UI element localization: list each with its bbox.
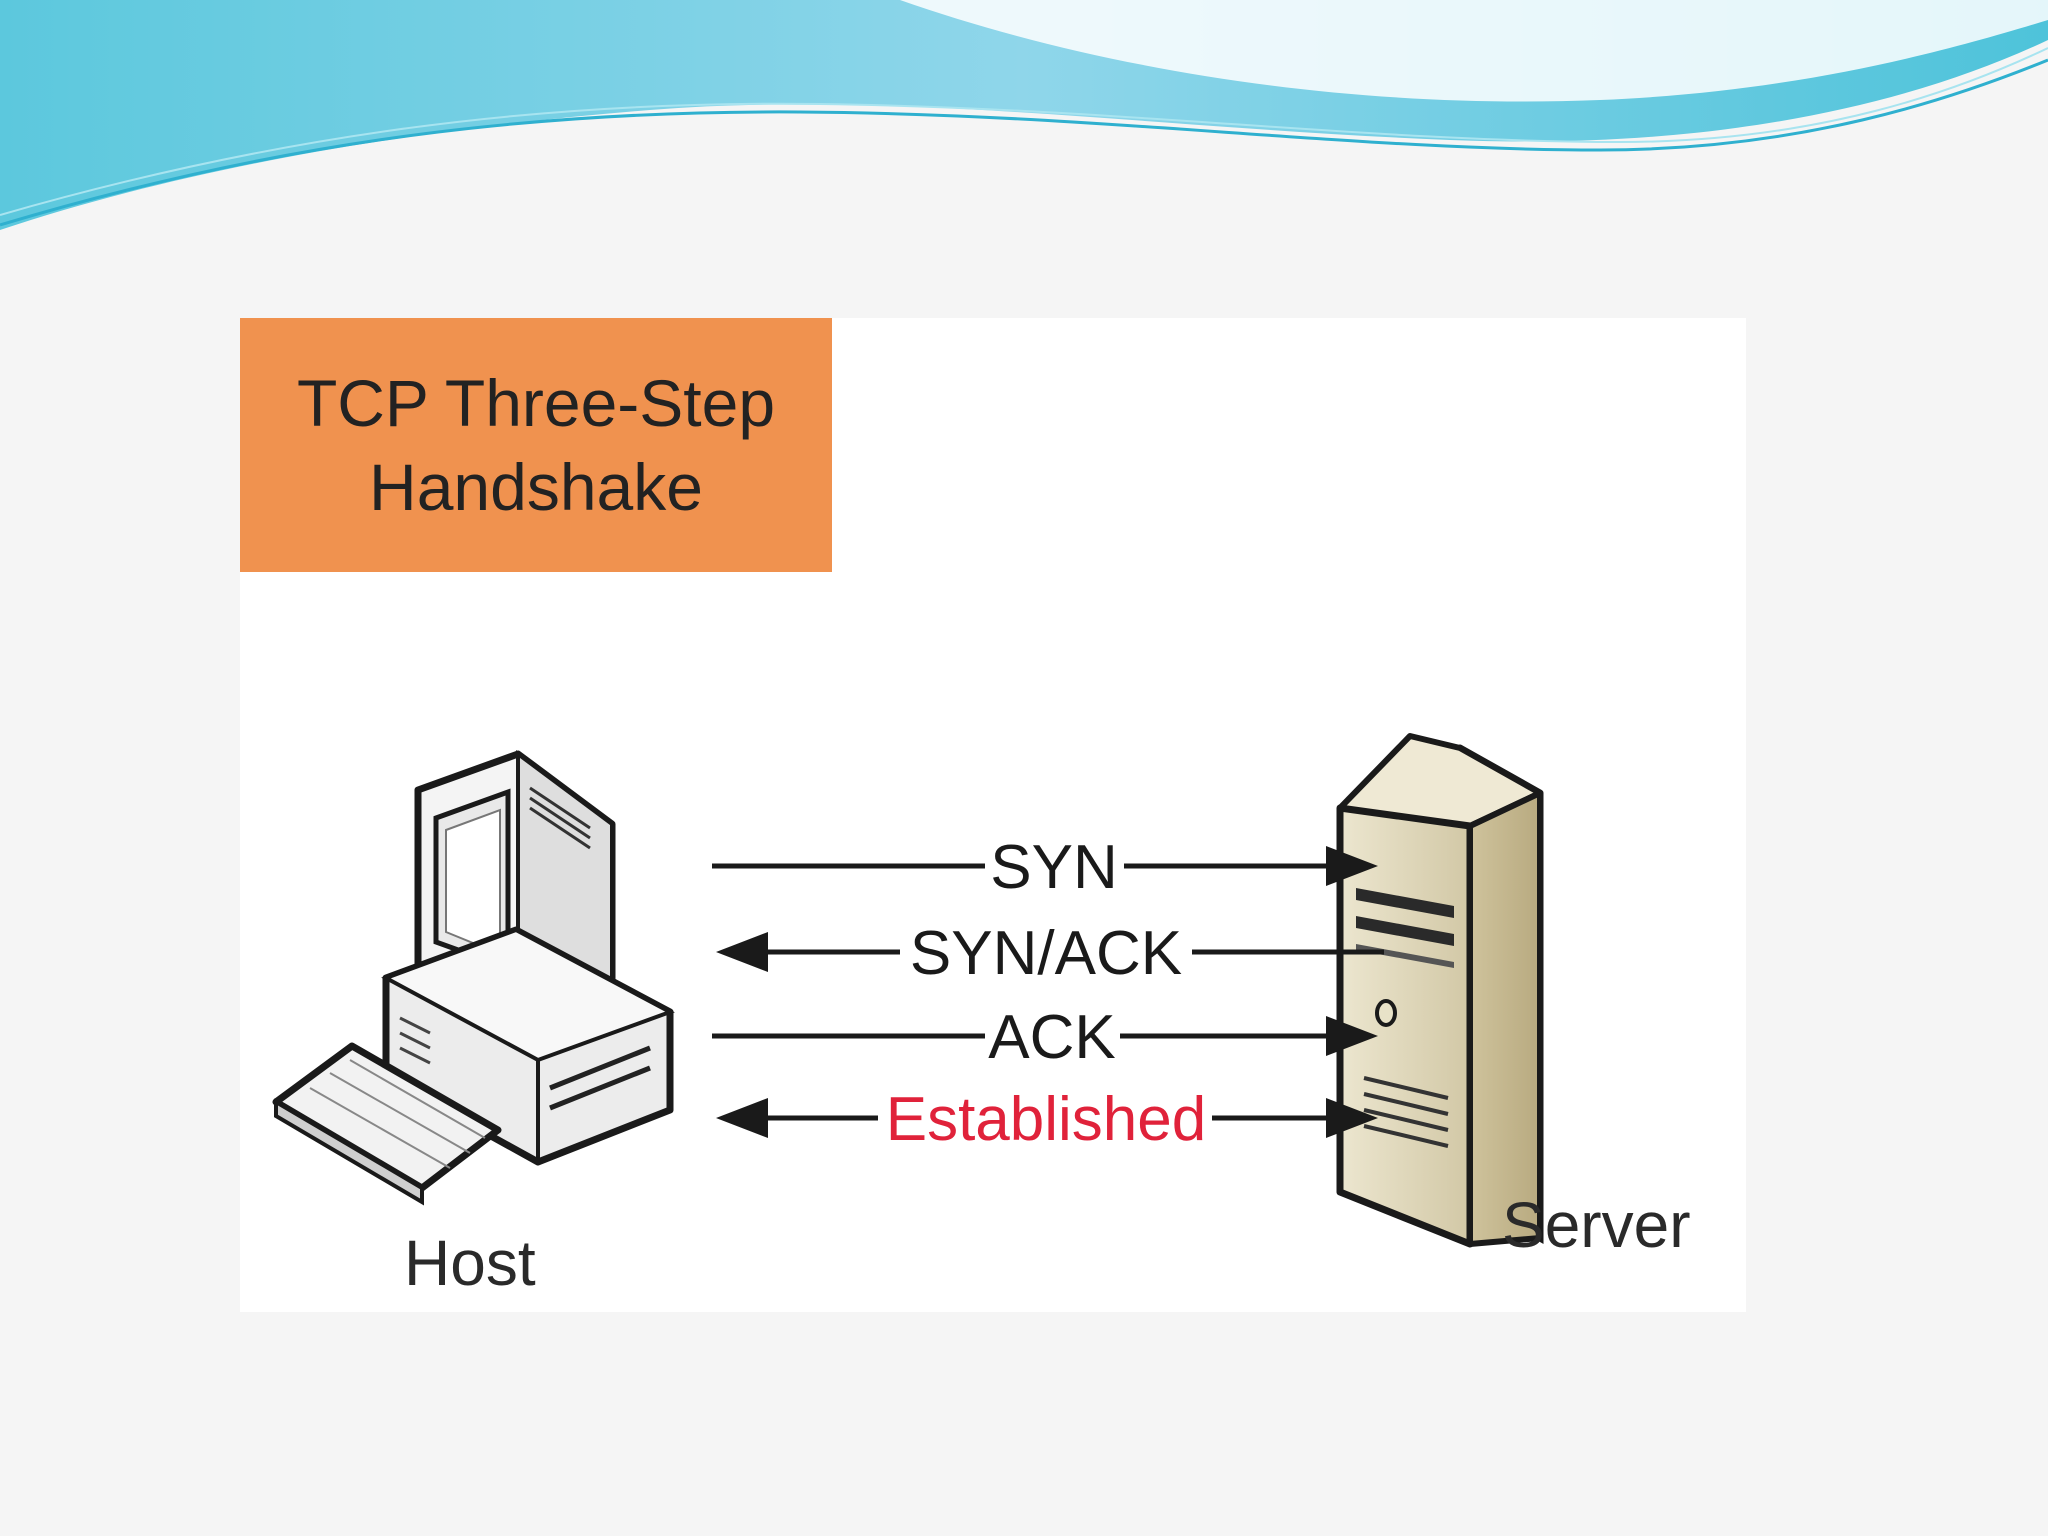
title-line-1: TCP Three-Step bbox=[296, 366, 776, 440]
message-syn-ack: SYN/ACK bbox=[716, 919, 1384, 988]
keyboard-icon bbox=[272, 1042, 502, 1206]
message-label-syn-ack: SYN/ACK bbox=[910, 919, 1182, 988]
server-tower-icon bbox=[1336, 733, 1544, 1248]
message-label-ack: ACK bbox=[988, 1003, 1115, 1072]
message-syn: SYN bbox=[712, 833, 1378, 902]
message-label-syn: SYN bbox=[990, 833, 1117, 902]
server-label: Server bbox=[1502, 1189, 1691, 1261]
arrowhead-right bbox=[1326, 1016, 1378, 1056]
title-line-2: Handshake bbox=[369, 450, 703, 524]
arrowhead-left bbox=[716, 932, 768, 972]
message-label-established: Established bbox=[886, 1085, 1207, 1154]
host-label: Host bbox=[404, 1227, 536, 1299]
handshake-figure: TCP Three-Step Handshake bbox=[240, 318, 1746, 1312]
header-wave bbox=[0, 0, 2048, 230]
title-box: TCP Three-Step Handshake bbox=[240, 318, 832, 572]
arrowhead-right bbox=[1326, 846, 1378, 886]
message-established: Established bbox=[716, 1085, 1378, 1154]
message-ack: ACK bbox=[712, 1003, 1378, 1072]
arrowhead-left bbox=[716, 1098, 768, 1138]
handshake-diagram: SYN SYN/ACK ACK Established bbox=[272, 733, 1544, 1248]
arrowhead-right bbox=[1326, 1098, 1378, 1138]
desktop-computer-icon bbox=[381, 750, 675, 1166]
